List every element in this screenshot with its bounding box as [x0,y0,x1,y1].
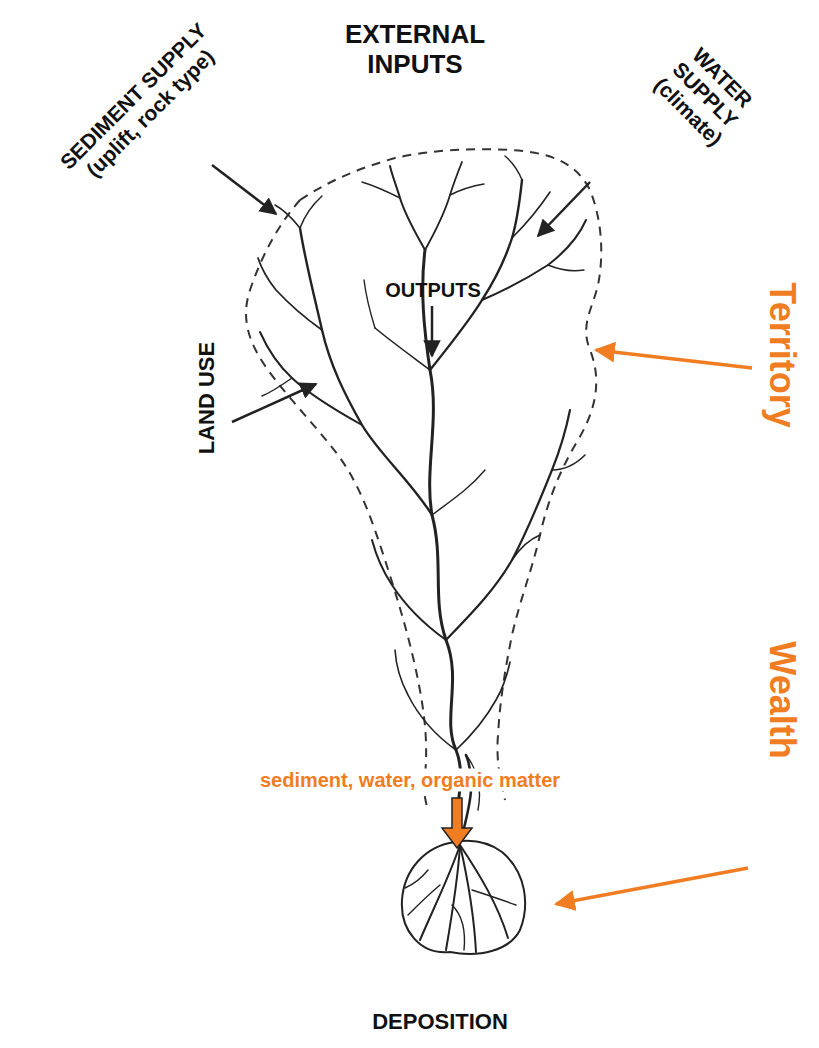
output-label: OUTPUTS [385,279,481,302]
wealth-label: Wealth [761,641,802,758]
leader-arrows [212,165,752,904]
flux-label: sediment, water, organic matter [256,769,564,792]
delta [402,841,525,954]
heading-label: EXTERNAL INPUTS [320,20,510,80]
flux-arrow [442,798,472,848]
deposition-label: DEPOSITION [372,1009,508,1034]
territory-label: Territory [761,282,802,427]
river-network [258,156,586,838]
input-label: WATER SUPPLY (climate) [626,16,783,173]
input-label: SEDIMENT SUPPLY (uplift, rock type) [54,17,230,193]
input-label: LAND USE [194,342,219,454]
basin-divide [246,149,601,810]
